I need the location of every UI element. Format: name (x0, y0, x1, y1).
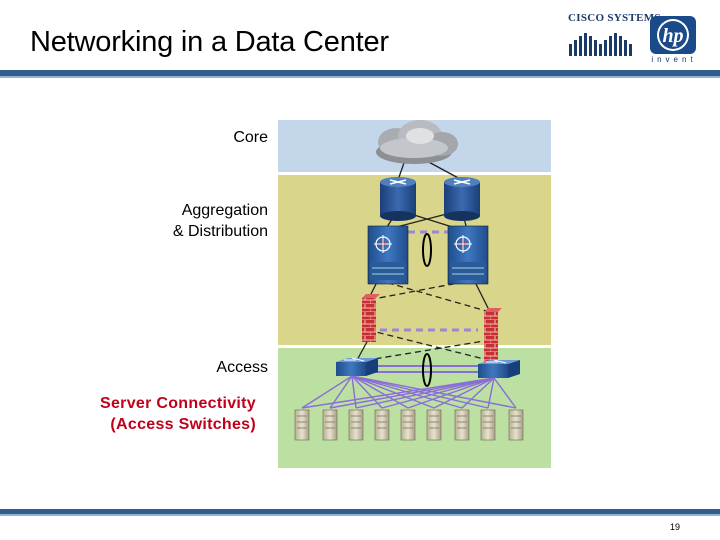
server-icon (454, 409, 470, 441)
server-uplink (351, 375, 357, 409)
etherchannel-icon (422, 353, 432, 387)
footer-rule (0, 509, 720, 514)
server-uplink (493, 377, 517, 409)
access-label: Access (216, 359, 268, 376)
router-icon (444, 177, 480, 221)
server-icon (400, 409, 416, 441)
header-rule (0, 70, 720, 76)
server-uplink (301, 375, 353, 409)
header-rule-accent (0, 76, 720, 78)
multilayer-switch-icon (447, 225, 489, 285)
server-uplink (351, 375, 489, 409)
server-uplink (351, 375, 517, 409)
cisco-logo: CISCO SYSTEMS (568, 12, 661, 58)
access-switches-label: (Access Switches) (110, 416, 256, 433)
server-icon (322, 409, 338, 441)
etherchannel-icon (422, 233, 432, 267)
server-uplink (351, 375, 463, 409)
firewall-icon (484, 308, 502, 366)
server-icon (294, 409, 310, 441)
server-uplink (351, 375, 409, 409)
access-switch-icon (336, 357, 378, 376)
server-icon (508, 409, 524, 441)
server-icon (480, 409, 496, 441)
access-switch-icon (478, 359, 520, 378)
hp-mark-text: hp (662, 25, 683, 47)
cisco-bridge-icon (569, 33, 632, 56)
core-label: Core (233, 129, 268, 146)
hp-tagline: invent (651, 55, 697, 64)
server-icon (374, 409, 390, 441)
server-connectivity-label: Server Connectivity (100, 395, 256, 412)
cloud-icon (376, 120, 458, 164)
slide-title: Networking in a Data Center (30, 26, 389, 58)
router-icon (380, 177, 416, 221)
multilayer-switch-icon (367, 225, 409, 285)
server-uplink (351, 375, 435, 409)
server-uplink (351, 375, 383, 409)
server-uplink (329, 375, 353, 409)
server-icon (426, 409, 442, 441)
cisco-brand-text: CISCO SYSTEMS (568, 12, 661, 24)
server-icon (348, 409, 364, 441)
firewall-icon (362, 294, 380, 342)
hp-logo: hp invent (644, 16, 702, 68)
footer-rule-accent (0, 514, 720, 516)
aggregation-label-line2: & Distribution (172, 223, 268, 240)
page-number: 19 (670, 522, 681, 532)
hp-logo-mark: hp (650, 16, 696, 54)
aggregation-label-line1: Aggregation (181, 202, 268, 219)
